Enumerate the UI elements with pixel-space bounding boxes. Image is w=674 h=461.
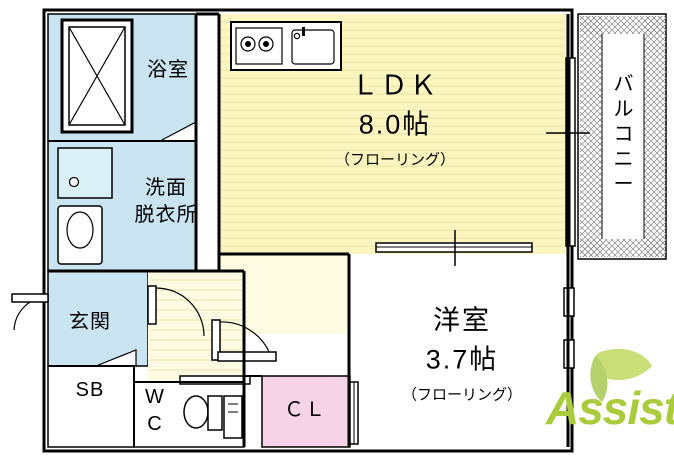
entrance-area [11, 270, 149, 367]
ldk-label-group: ＬＤＫ 8.0帖 （フローリング） [334, 70, 456, 169]
interior-walls [48, 12, 570, 447]
balcony-char-2: コ [613, 123, 635, 146]
hall-area [148, 271, 244, 382]
room-label-washroom-line1: 洗面 [145, 177, 187, 199]
balcony-char-0: バ [613, 73, 635, 96]
room-label-shoebox: SB [75, 379, 105, 401]
room-label-washroom-line2: 脱衣所 [134, 204, 198, 226]
kitchen-counter [230, 21, 342, 71]
balcony-char-4: ー [613, 173, 635, 196]
room-label-toilet-line2: C [147, 413, 163, 435]
washitsu-floor [349, 254, 568, 447]
room-label-entrance: 玄関 [69, 311, 111, 333]
watermark-text: Assist [546, 382, 674, 434]
room-label-balcony: バ ル コ ニ ー [614, 73, 635, 198]
room-label-toilet: W C [145, 384, 165, 438]
room-label-closet: ＣＬ [284, 399, 326, 421]
ldk-area: 8.0帖 [358, 109, 432, 140]
room-label-washroom: 洗面 脱衣所 [135, 175, 198, 229]
balcony-area [577, 13, 667, 260]
bathroom-area [47, 13, 197, 142]
washitsu-area: 3.7帖 [425, 344, 499, 375]
washroom-area [47, 140, 197, 272]
door-symbols [147, 285, 359, 445]
washitsu-name: 洋室 [432, 305, 491, 336]
washitsu-flooring: （フローリング） [401, 386, 523, 404]
ldk-name: ＬＤＫ [351, 70, 439, 101]
toilet-area [133, 381, 245, 448]
washitsu-label-group: 洋室 3.7帖 （フローリング） [401, 305, 523, 404]
watermark-logo [590, 348, 652, 402]
room-label-toilet-line1: W [145, 386, 165, 408]
room-label-bathroom: 浴室 [147, 59, 189, 81]
balcony-char-1: ル [613, 98, 635, 121]
balcony-char-3: ニ [613, 148, 635, 171]
ldk-flooring: （フローリング） [334, 151, 456, 169]
